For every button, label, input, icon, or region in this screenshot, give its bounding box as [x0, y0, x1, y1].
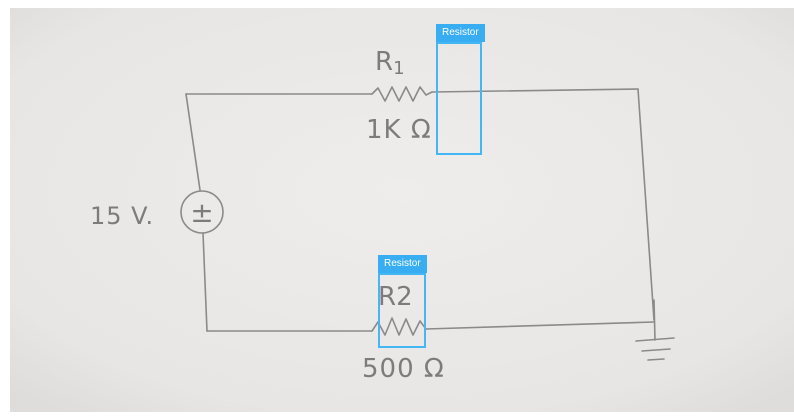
ground-stem — [653, 299, 656, 341]
wire-right — [637, 88, 655, 321]
resistor-r1-name: R1 — [375, 47, 405, 79]
resistor-r1-value: 1K Ω — [366, 115, 432, 145]
resistor-r2-name-main: R2 — [378, 282, 413, 312]
voltage-source-label: 15 V. — [90, 202, 154, 230]
resistor-r1-symbol — [371, 86, 433, 102]
wire-bottom-right — [425, 321, 655, 330]
voltage-source-symbol: ± — [190, 196, 213, 229]
annotation-box-r1[interactable] — [436, 42, 482, 155]
resistor-r1-name-main: R — [375, 47, 393, 77]
resistor-r2-symbol — [371, 317, 427, 336]
resistor-r1-name-sub: 1 — [393, 58, 404, 79]
annotation-tag-r2: Resistor — [378, 255, 427, 273]
annotation-box-r2[interactable] — [378, 273, 426, 348]
ground-icon — [635, 337, 675, 361]
resistor-r2-name: R2 — [378, 282, 413, 312]
voltage-source-icon — [180, 190, 224, 234]
paper-background — [10, 8, 794, 412]
wire-left-lower — [202, 232, 208, 332]
wire-top-right — [431, 88, 639, 93]
annotation-tag-r1: Resistor — [436, 24, 485, 42]
wire-left-upper — [185, 93, 201, 191]
resistor-r2-value: 500 Ω — [362, 354, 445, 384]
